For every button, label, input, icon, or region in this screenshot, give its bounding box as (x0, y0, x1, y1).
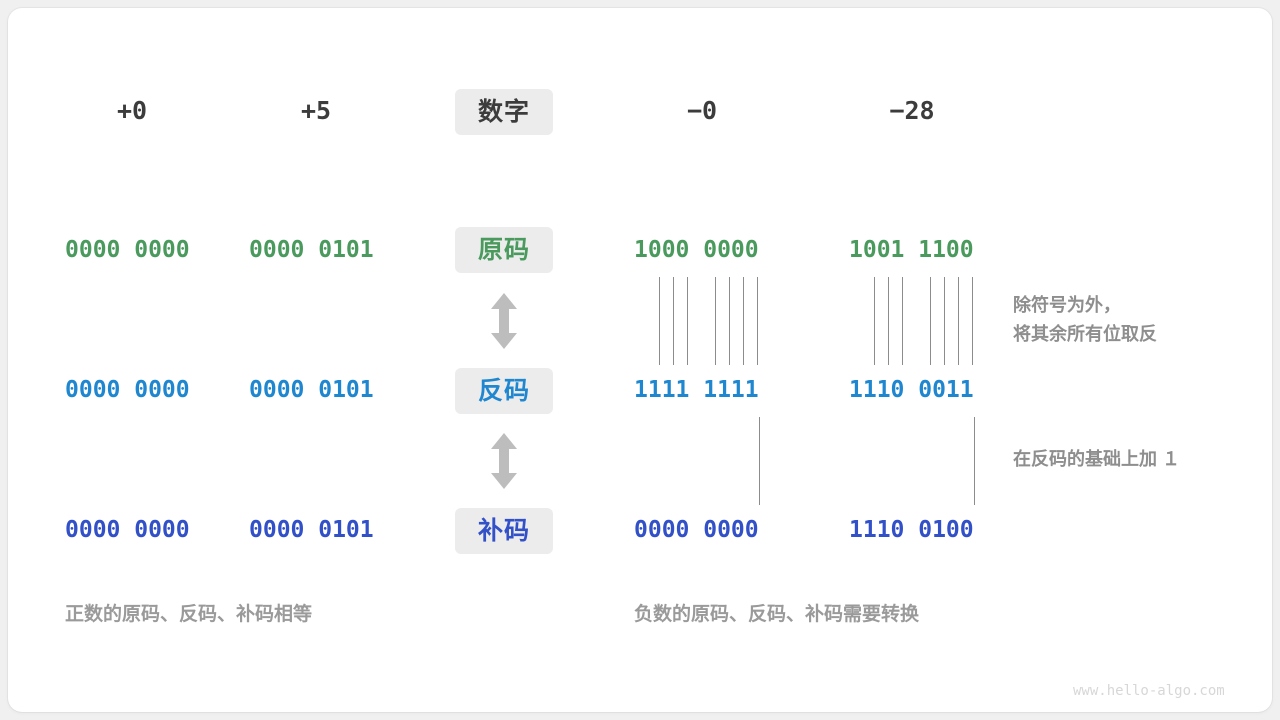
caption-negative: 负数的原码、反码、补码需要转换 (634, 604, 920, 625)
connector-line-invert-negzero-b5 (729, 277, 730, 365)
connector-line-addone-neg28 (974, 417, 975, 505)
cell-twos-complement-pos-zero: 0000 0000 (65, 517, 190, 543)
column-header-neg-28: −28 (889, 96, 935, 125)
cell-twos-complement-neg-zero: 0000 0000 (634, 517, 759, 543)
cell-twos-complement-pos-five: 0000 0101 (249, 517, 374, 543)
cell-sign-magnitude-pos-five: 0000 0101 (249, 237, 374, 263)
annotation-add-one: 在反码的基础上加 １ (1013, 449, 1181, 469)
annotation-invert-bits: 除符号为外， 将其余所有位取反 (1013, 295, 1157, 344)
double-arrow-icon-sign-to-ones (487, 293, 521, 349)
figure-card: +0 +5 数字 −0 −28 0000 0000 0000 0101 原码 1… (8, 8, 1272, 712)
row-label-twos-complement: 补码 (455, 508, 553, 554)
row-label-sign-magnitude: 原码 (455, 227, 553, 273)
connector-line-invert-negzero-b6 (743, 277, 744, 365)
connector-line-invert-neg28-b7 (972, 277, 973, 365)
cell-ones-complement-pos-zero: 0000 0000 (65, 377, 190, 403)
connector-line-invert-negzero-b7 (757, 277, 758, 365)
connector-line-invert-negzero-b2 (673, 277, 674, 365)
cell-sign-magnitude-neg-zero: 1000 0000 (634, 237, 759, 263)
cell-ones-complement-neg-28: 1110 0011 (849, 377, 974, 403)
connector-line-invert-neg28-b4 (930, 277, 931, 365)
cell-sign-magnitude-neg-28: 1001 1100 (849, 237, 974, 263)
connector-line-invert-negzero-b4 (715, 277, 716, 365)
connector-line-invert-neg28-b3 (902, 277, 903, 365)
cell-ones-complement-pos-five: 0000 0101 (249, 377, 374, 403)
cell-twos-complement-neg-28: 1110 0100 (849, 517, 974, 543)
connector-line-invert-negzero-b3 (687, 277, 688, 365)
watermark: www.hello-algo.com (1073, 683, 1225, 699)
cell-sign-magnitude-pos-zero: 0000 0000 (65, 237, 190, 263)
connector-line-invert-neg28-b6 (958, 277, 959, 365)
connector-line-invert-negzero-b1 (659, 277, 660, 365)
column-header-neg-zero: −0 (686, 96, 718, 125)
connector-line-invert-neg28-b2 (888, 277, 889, 365)
caption-positive: 正数的原码、反码、补码相等 (65, 604, 313, 625)
row-label-ones-complement: 反码 (455, 368, 553, 414)
connector-line-invert-neg28-b1 (874, 277, 875, 365)
column-header-pos-five: +5 (300, 96, 332, 125)
column-header-pos-zero: +0 (116, 96, 148, 125)
row-label-number: 数字 (455, 89, 553, 135)
double-arrow-icon-ones-to-twos (487, 433, 521, 489)
connector-line-addone-negzero (759, 417, 760, 505)
cell-ones-complement-neg-zero: 1111 1111 (634, 377, 759, 403)
connector-line-invert-neg28-b5 (944, 277, 945, 365)
